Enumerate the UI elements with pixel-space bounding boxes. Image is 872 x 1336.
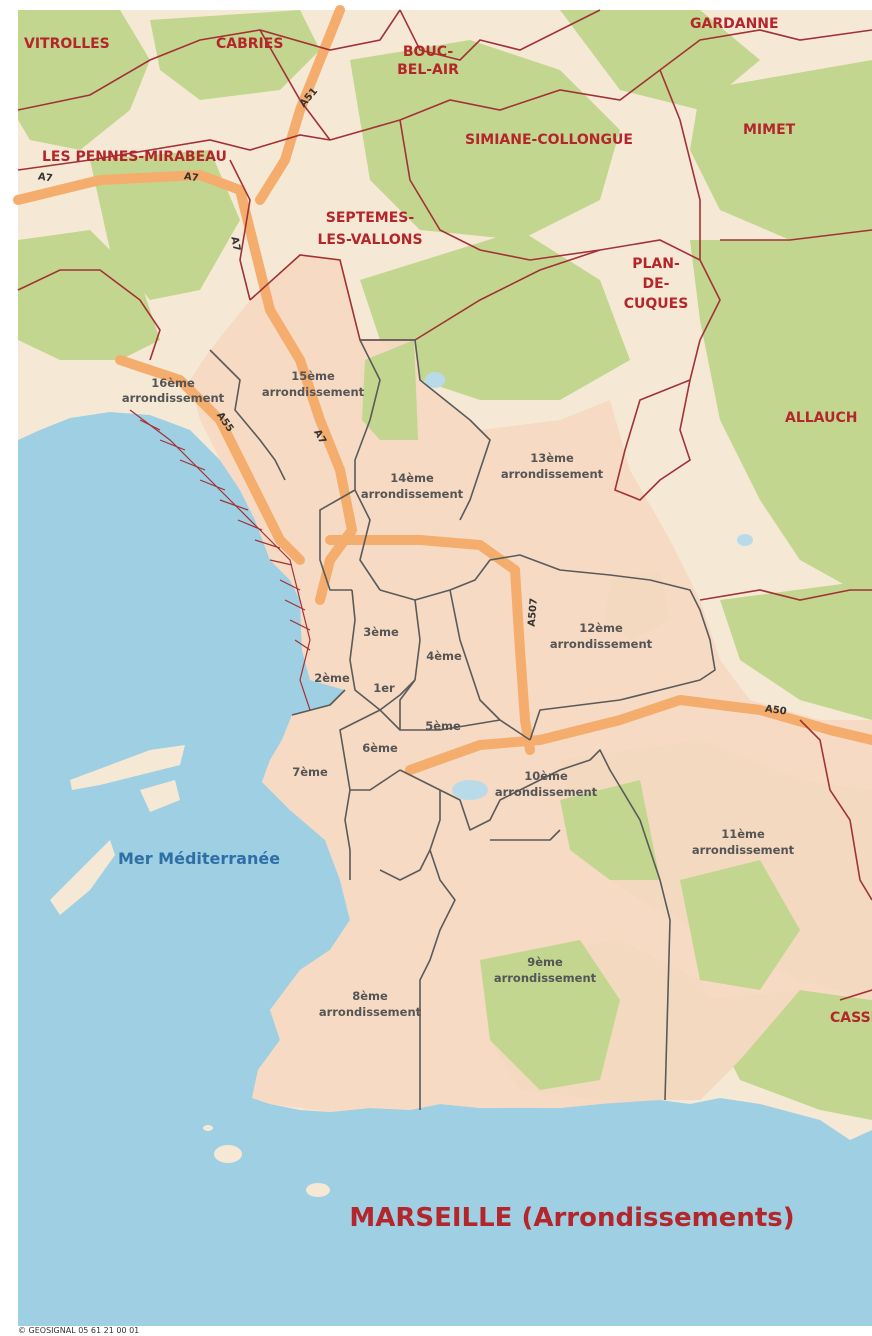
lakes <box>425 372 753 800</box>
road-label-a7-north: A7 <box>183 171 199 184</box>
town-label-mimet: MIMET <box>743 122 796 138</box>
arr-label-3: 3ème <box>363 625 399 639</box>
arr-label-12-2: arrondissement <box>550 637 653 651</box>
road-label-a7-mid: A7 <box>228 236 241 252</box>
port-piers <box>129 409 311 711</box>
sea-label: Mer Méditerranée <box>118 849 280 868</box>
town-label-plan-de-cuques-1: PLAN- <box>632 256 680 272</box>
islands <box>50 745 330 1197</box>
arr-label-13-2: arrondissement <box>501 467 604 481</box>
city-green-areas <box>362 340 800 1090</box>
arr-label-9-2: arrondissement <box>494 971 597 985</box>
arr-label-11-2: arrondissement <box>692 843 795 857</box>
town-label-plan-de-cuques-3: CUQUES <box>624 296 689 312</box>
arr-label-15-2: arrondissement <box>262 385 365 399</box>
town-label-plan-de-cuques-2: DE- <box>643 276 670 292</box>
arr-label-2: 2ème <box>314 671 350 685</box>
town-label-les-pennes-mirabeau: LES PENNES-MIRABEAU <box>42 149 227 165</box>
town-label-cabries: CABRIES <box>216 36 283 52</box>
arr-label-16-2: arrondissement <box>122 391 225 405</box>
arr-label-12-1: 12ème <box>579 621 623 635</box>
arr-label-16-1: 16ème <box>151 376 195 390</box>
town-label-gardanne: GARDANNE <box>690 16 779 32</box>
arr-label-14-1: 14ème <box>390 471 434 485</box>
town-label-bouc-bel-air-2: BEL-AIR <box>397 62 459 78</box>
arr-label-15-1: 15ème <box>291 369 335 383</box>
town-label-vitrolles: VITROLLES <box>24 36 110 52</box>
arr-label-5: 5ème <box>425 719 461 733</box>
town-label-allauch: ALLAUCH <box>785 410 857 426</box>
town-label-septemes-1: SEPTEMES- <box>326 210 415 226</box>
highways <box>13 5 872 775</box>
town-label-septemes-2: LES-VALLONS <box>317 232 422 248</box>
road-label-a50: A50 <box>764 704 787 718</box>
arr-label-14-2: arrondissement <box>361 487 464 501</box>
credit-text: © GEOSIGNAL 05 61 21 00 01 <box>18 1326 139 1335</box>
road-label-a7-west: A7 <box>37 171 53 184</box>
arr-label-10-1: 10ème <box>524 769 568 783</box>
arr-label-8-2: arrondissement <box>319 1005 422 1019</box>
arr-label-11-1: 11ème <box>721 827 765 841</box>
arr-label-6: 6ème <box>362 741 398 755</box>
commune-borders <box>17 9 872 1001</box>
town-label-simiane-collongue: SIMIANE-COLLONGUE <box>465 132 633 148</box>
arr-label-1: 1er <box>373 681 395 695</box>
arr-label-4: 4ème <box>426 649 462 663</box>
arr-label-9-1: 9ème <box>527 955 563 969</box>
arr-label-13-1: 13ème <box>530 451 574 465</box>
road-label-a507: A507 <box>526 598 539 628</box>
arrondissement-borders <box>209 339 716 1110</box>
town-label-bouc-bel-air-1: BOUC- <box>403 44 454 60</box>
arr-label-10-2: arrondissement <box>495 785 598 799</box>
arr-label-8-1: 8ème <box>352 989 388 1003</box>
town-label-cassis: CASSIS <box>830 1010 872 1026</box>
map-title: MARSEILLE (Arrondissements) <box>349 1203 794 1233</box>
arr-label-7: 7ème <box>292 765 328 779</box>
